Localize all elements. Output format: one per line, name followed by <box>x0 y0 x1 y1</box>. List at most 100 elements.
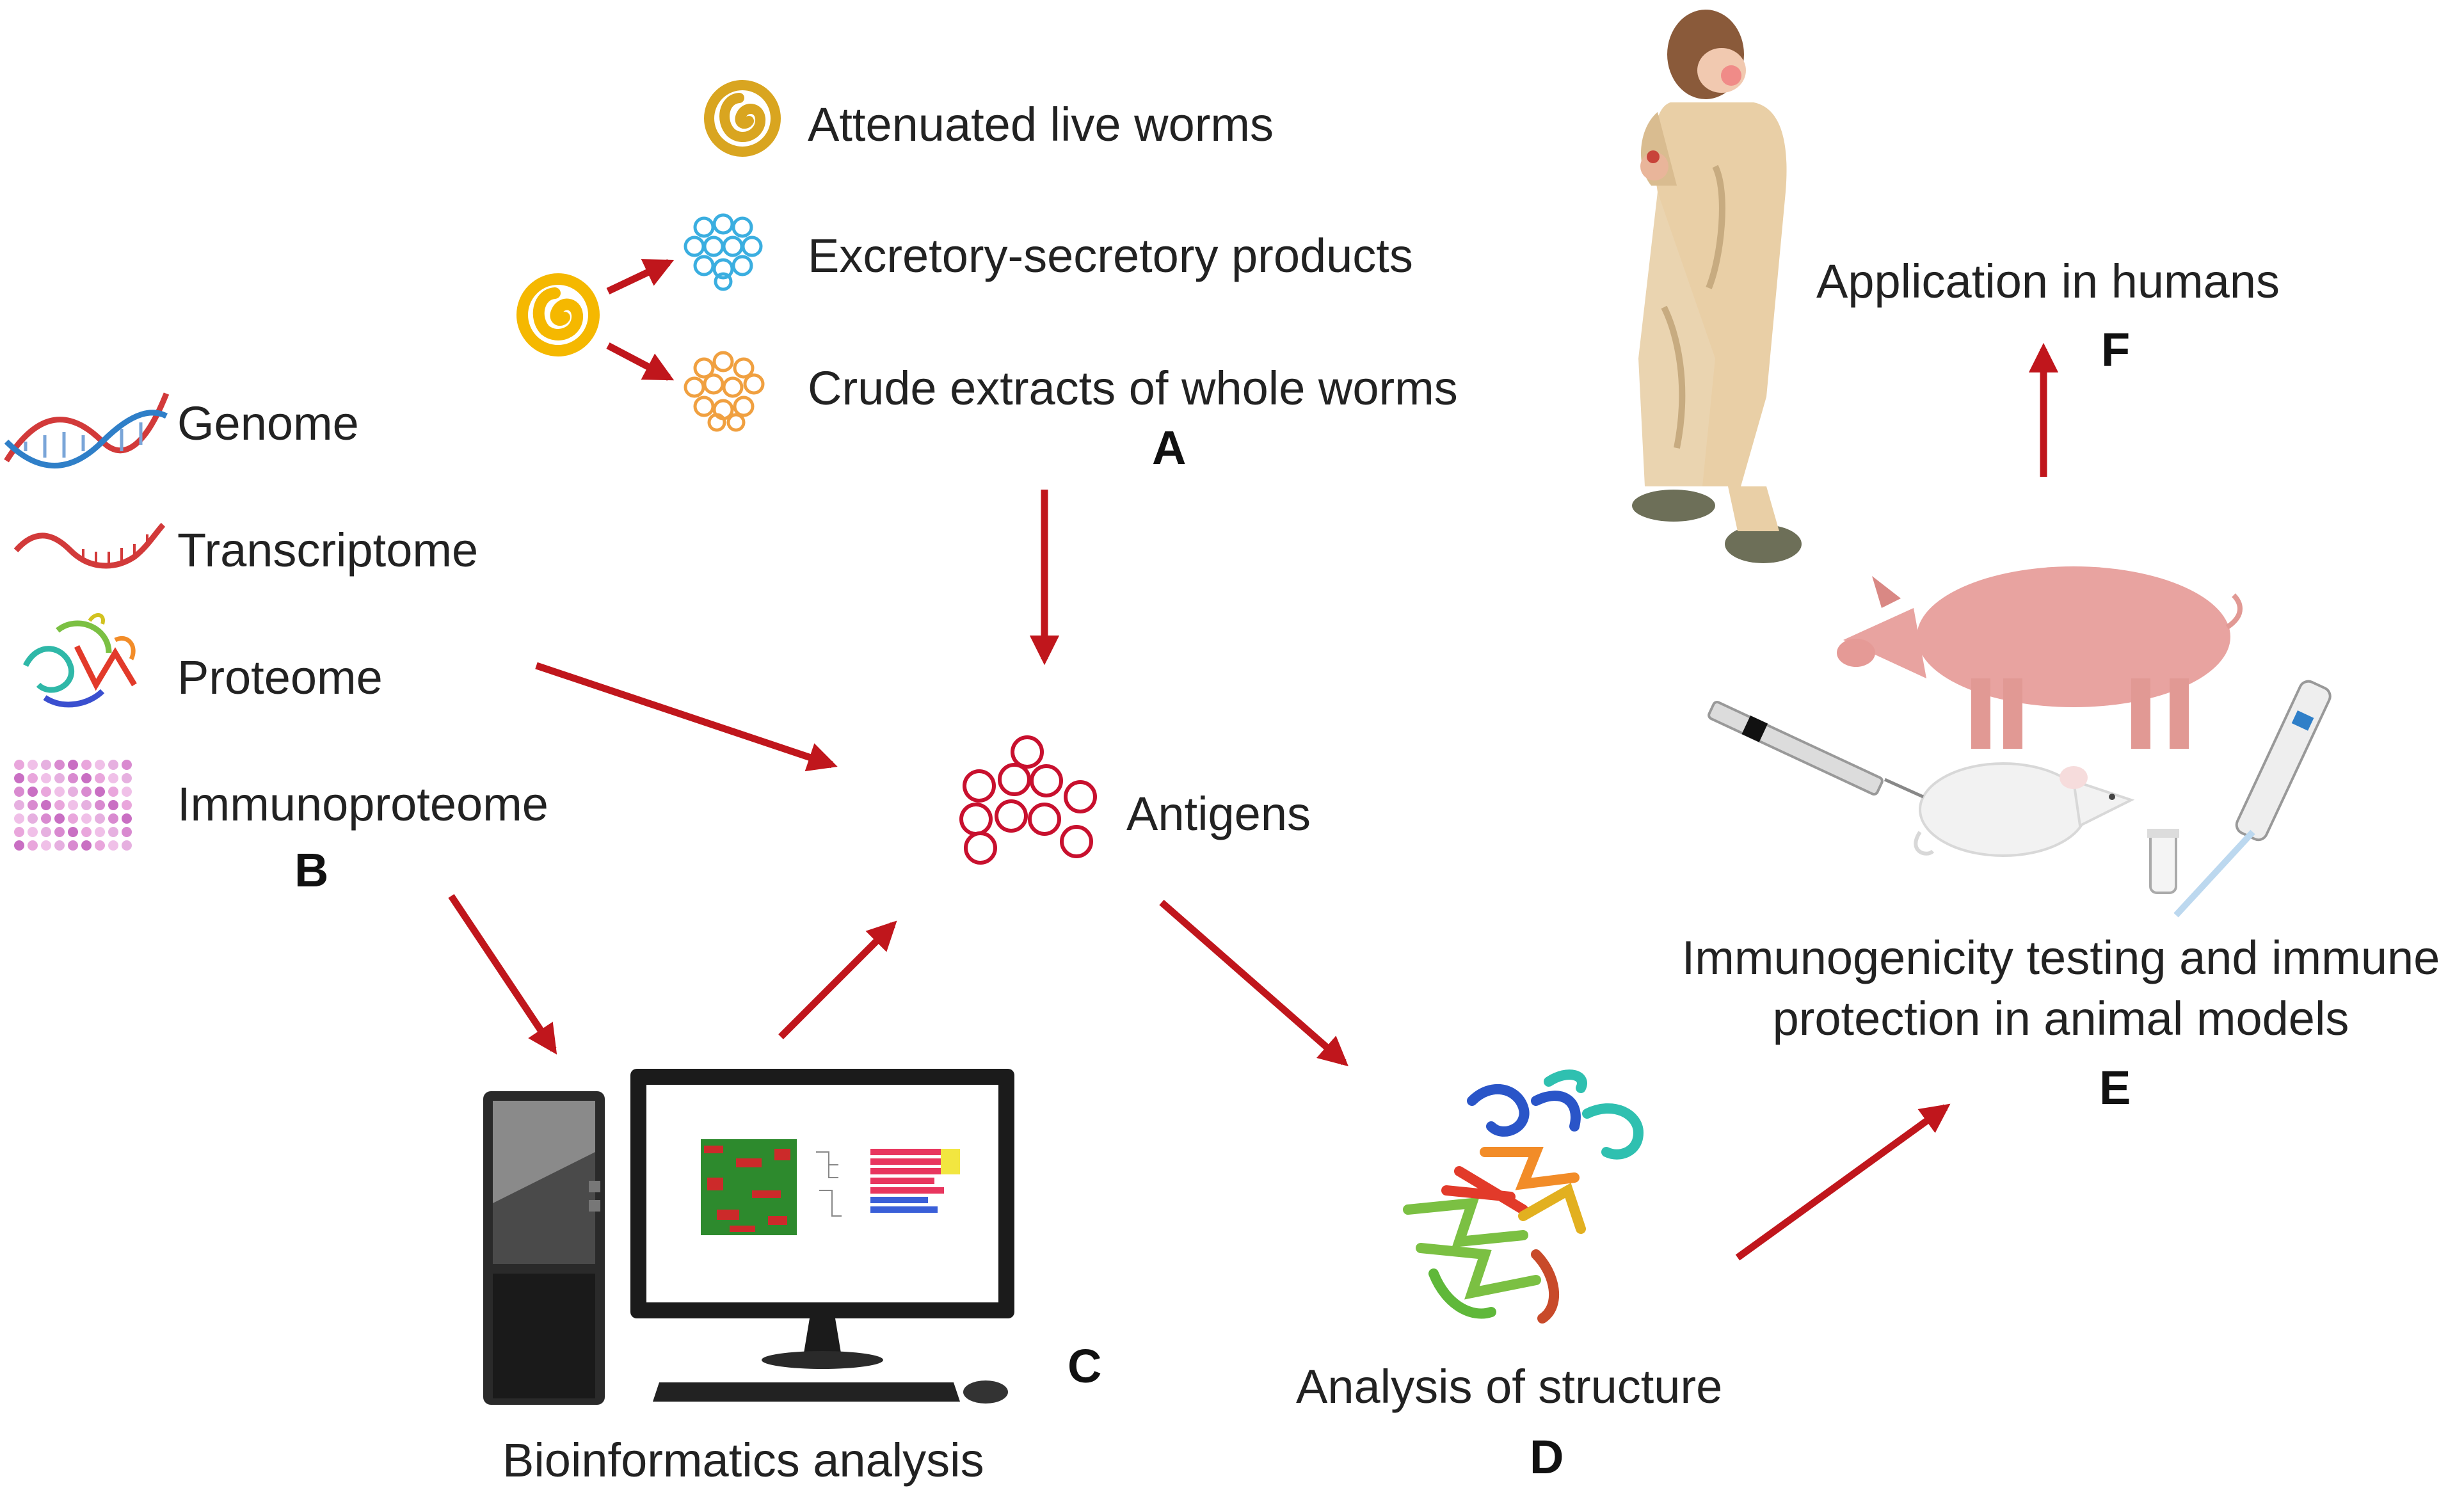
rat-icon <box>1914 762 2135 857</box>
analysis-of-structure-text: Analysis of structure <box>1296 1360 1723 1413</box>
immunoproteome-dot <box>108 787 118 797</box>
immunoproteome-dot <box>28 840 38 851</box>
rna-transcriptome-icon <box>13 522 166 569</box>
immunoproteome-dot <box>95 827 105 837</box>
immunoproteome-dot <box>81 813 92 824</box>
immunoproteome-dot <box>14 827 24 837</box>
immunoproteome-dot <box>68 800 78 810</box>
arrow-antigens-to-structure <box>1159 899 1348 1067</box>
protein-structure-icon <box>1403 1069 1644 1324</box>
immunoproteome-dot <box>95 773 105 783</box>
immunoproteome-dot <box>122 827 132 837</box>
immunoproteome-dot <box>108 827 118 837</box>
arrow-b-to-computer <box>448 893 557 1055</box>
immunoproteome-dot <box>68 813 78 824</box>
immunoproteome-dot <box>41 813 51 824</box>
immunoproteome-dot <box>14 813 24 824</box>
immunoproteome-dot <box>41 773 51 783</box>
immunoproteome-dot <box>122 800 132 810</box>
immunoproteome-dot <box>54 760 65 770</box>
immunoproteome-dot <box>81 840 92 851</box>
arrow-b-to-antigens <box>535 662 838 772</box>
arrow-worm-to-es <box>606 259 675 294</box>
antigens-icon <box>959 735 1097 865</box>
panel-label-b: B <box>294 844 329 897</box>
immunoproteome-dot <box>81 827 92 837</box>
immunoproteome-dot <box>41 760 51 770</box>
immunoproteome-dot <box>28 827 38 837</box>
immunoproteome-dot <box>68 773 78 783</box>
proteome-text: Proteome <box>177 651 383 704</box>
dot-array-immunoproteome-icon <box>14 760 132 851</box>
immunoproteome-dot <box>95 760 105 770</box>
syringe-icon <box>1708 700 1924 799</box>
immunoproteome-dot <box>14 760 24 770</box>
attenuated-worms-text: Attenuated live worms <box>808 98 1274 151</box>
panel-label-e: E <box>2099 1061 2131 1114</box>
protein-proteome-icon <box>22 613 137 708</box>
genome-text: Genome <box>177 397 359 450</box>
excretory-secretory-text: Excretory-secretory products <box>808 229 1413 282</box>
immunoproteome-dot <box>41 800 51 810</box>
antigens-text: Antigens <box>1126 787 1311 840</box>
arrow-structure-to-animals <box>1735 1103 1951 1261</box>
application-in-humans-text: Application in humans <box>1816 255 2280 308</box>
immunoproteome-dot <box>41 840 51 851</box>
immunoproteome-dot <box>14 800 24 810</box>
immunoproteome-dot <box>54 787 65 797</box>
immunoproteome-dot <box>54 800 65 810</box>
immunoproteome-dot <box>54 827 65 837</box>
immunoproteome-dot <box>68 787 78 797</box>
transcriptome-text: Transcriptome <box>177 524 479 577</box>
pig-icon <box>1837 566 2243 749</box>
immunoproteome-dot <box>14 787 24 797</box>
immunoproteome-dot <box>41 827 51 837</box>
crude-extracts-icon <box>684 351 765 432</box>
pipette-icon <box>2173 680 2332 918</box>
flow-arrows <box>448 259 2059 1261</box>
immunoproteome-dot <box>54 773 65 783</box>
immunoproteome-dot <box>54 813 65 824</box>
arrow-computer-to-antigens <box>778 920 897 1039</box>
immunoproteome-dot <box>81 760 92 770</box>
immunoproteome-dot <box>122 760 132 770</box>
animal-models-text-line2: protection in animal models <box>1772 992 2349 1045</box>
immunoproteome-dot <box>28 813 38 824</box>
immunoproteome-dot <box>14 773 24 783</box>
immunoproteome-dot <box>54 840 65 851</box>
immunoproteome-dot <box>28 787 38 797</box>
panel-label-f: F <box>2101 323 2131 376</box>
immunoproteome-dot <box>68 760 78 770</box>
immunoproteome-dot <box>122 840 132 851</box>
immunoproteome-dot <box>122 773 132 783</box>
panel-label-d: D <box>1530 1430 1564 1484</box>
immunoproteome-dot <box>68 827 78 837</box>
source-worm-icon <box>516 273 600 356</box>
animal-models-text-line1: Immunogenicity testing and immune <box>1681 931 2440 984</box>
immunoproteome-dot <box>108 813 118 824</box>
bioinformatics-text: Bioinformatics analysis <box>502 1434 984 1487</box>
immunoproteome-dot <box>81 787 92 797</box>
immunoproteome-dot <box>108 773 118 783</box>
immunoproteome-dot <box>14 840 24 851</box>
immunoproteome-dot <box>28 760 38 770</box>
immunoproteome-dot <box>95 787 105 797</box>
attenuated-worm-icon <box>704 80 781 157</box>
tube-icon <box>2147 829 2179 894</box>
immunoproteome-dot <box>95 800 105 810</box>
immunoproteome-dot <box>122 813 132 824</box>
immunoproteome-dot <box>108 840 118 851</box>
keyboard-mouse-icon <box>653 1380 1008 1404</box>
es-products-icon <box>684 213 763 291</box>
immunoproteome-dot <box>81 800 92 810</box>
immunoproteome-dot <box>41 787 51 797</box>
computer-monitor-icon <box>630 1069 1014 1369</box>
human-figure-icon <box>1632 10 1802 563</box>
immunoproteome-dot <box>95 840 105 851</box>
immunoproteome-dot <box>28 800 38 810</box>
panel-label-a: A <box>1152 421 1187 474</box>
immunoproteome-dot <box>95 813 105 824</box>
immunoproteome-text: Immunoproteome <box>177 778 548 831</box>
immunoproteome-dot <box>108 800 118 810</box>
